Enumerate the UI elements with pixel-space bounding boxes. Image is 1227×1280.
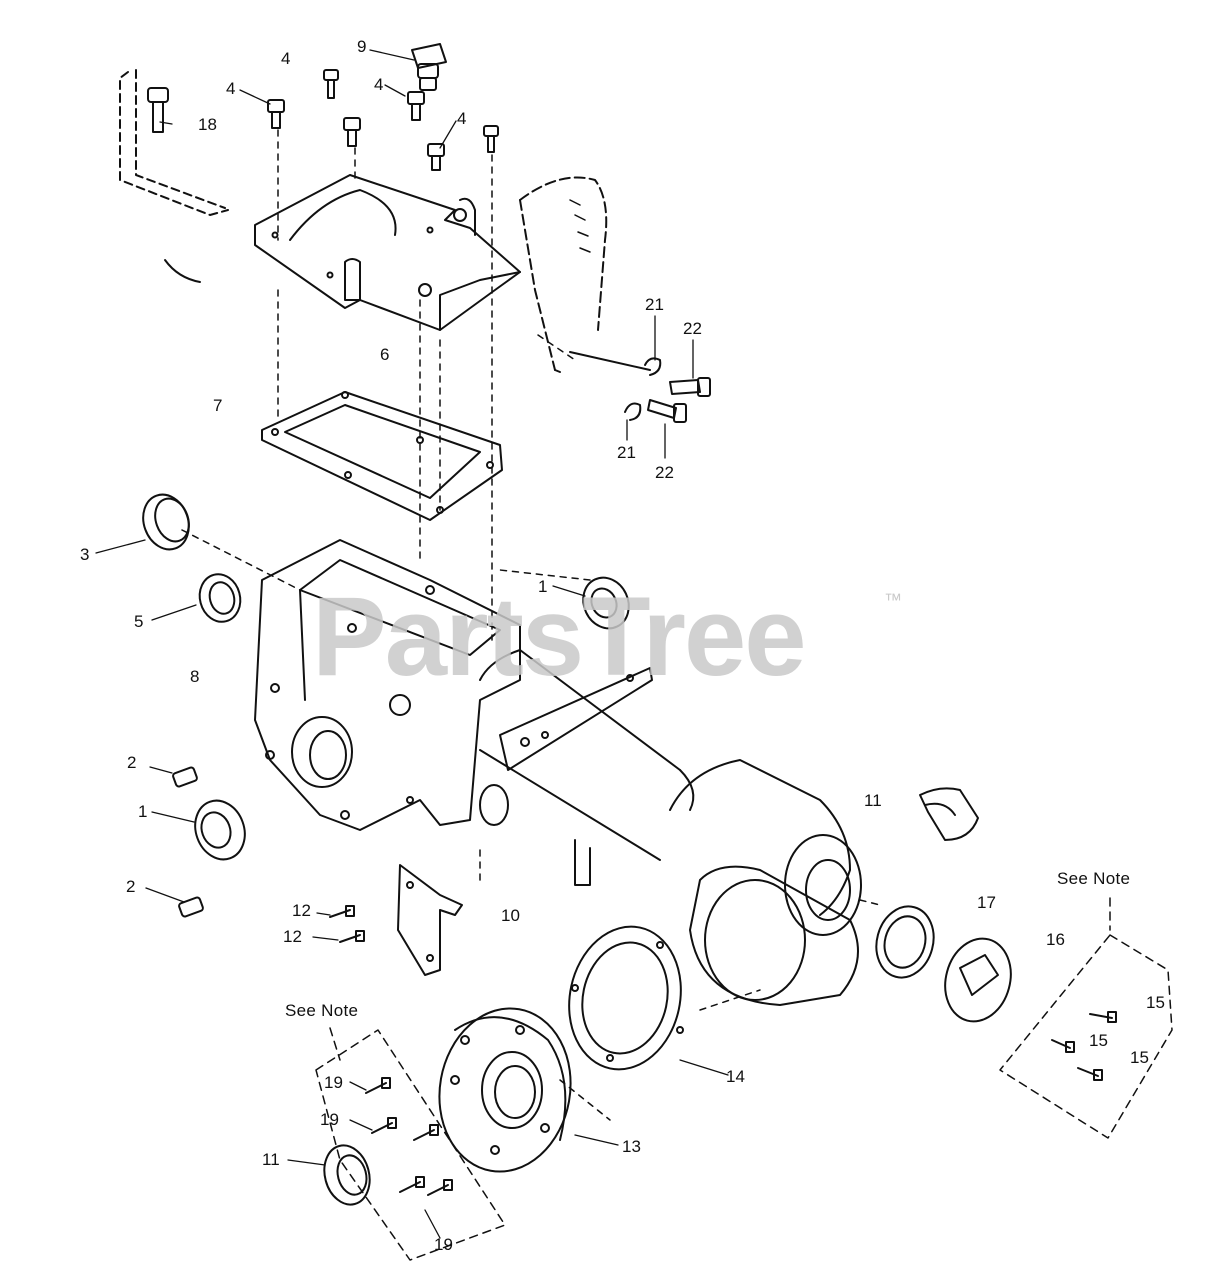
- gear-case: [669, 759, 862, 1006]
- trademark-symbol: ™: [884, 590, 902, 610]
- callout-16: 16: [1046, 930, 1065, 949]
- part-12-screws: [329, 905, 365, 943]
- see-note-left: See Note: [285, 1001, 359, 1020]
- part-15-screws: [1051, 1011, 1117, 1081]
- alignment-lines: [181, 129, 881, 1121]
- part-19-screws: [365, 1077, 453, 1196]
- part-22-bolts: [569, 351, 711, 423]
- callout-1: 1: [538, 577, 548, 596]
- part-1-bearing-top: [582, 576, 630, 630]
- callout-22: 22: [655, 463, 674, 482]
- part-4-screws: [267, 69, 499, 171]
- callout-14: 14: [726, 1067, 745, 1086]
- callout-15: 15: [1089, 1031, 1108, 1050]
- part-18-bracket: [119, 69, 229, 216]
- callout-10: 10: [501, 906, 520, 925]
- part-8-housing: [254, 539, 521, 831]
- part-9-plug: [411, 43, 447, 91]
- part-11-bushing-left: [323, 1144, 371, 1206]
- callout-19: 19: [324, 1073, 343, 1092]
- callout-6: 6: [380, 345, 390, 364]
- callout-7: 7: [213, 396, 223, 415]
- callout-17: 17: [977, 893, 996, 912]
- see-note-group-right: [999, 897, 1173, 1139]
- callout-2: 2: [127, 753, 137, 772]
- part-13-cover: [438, 1007, 572, 1173]
- callout-1: 1: [138, 802, 148, 821]
- watermark: PartsTree: [312, 574, 807, 699]
- shift-quadrant-marks: [569, 199, 591, 253]
- callout-3: 3: [80, 545, 90, 564]
- callout-2: 2: [126, 877, 136, 896]
- callout-11: 11: [262, 1150, 280, 1169]
- part-6-cover-plate: [254, 174, 521, 331]
- part-17-gasket: [875, 905, 935, 979]
- part-10-bracket: [397, 864, 463, 976]
- leader-lines: [95, 49, 729, 1239]
- callout-12: 12: [292, 901, 311, 920]
- callout-9: 9: [357, 37, 367, 56]
- callout-13: 13: [622, 1137, 641, 1156]
- callout-4: 4: [374, 75, 384, 94]
- callout-18: 18: [198, 115, 217, 134]
- part-1-bearing-bottom: [194, 799, 246, 861]
- callout-4: 4: [457, 109, 467, 128]
- part-16-cover: [944, 937, 1012, 1023]
- callout-4: 4: [226, 79, 236, 98]
- bracket-plate: [499, 667, 653, 771]
- part-11-bushing-right: [919, 787, 979, 841]
- see-note-group-left: [315, 1027, 506, 1261]
- callout-15: 15: [1146, 993, 1165, 1012]
- part-5-washer: [198, 573, 242, 623]
- part-18-bolt: [147, 87, 169, 133]
- part-2-plug-bottom: [178, 896, 204, 918]
- callout-19: 19: [320, 1110, 339, 1129]
- callout-4: 4: [281, 49, 291, 68]
- callout-21: 21: [617, 443, 636, 462]
- callout-8: 8: [190, 667, 200, 686]
- part-2-plug-top: [172, 766, 198, 788]
- callout-22: 22: [683, 319, 702, 338]
- part-14-gasket: [568, 925, 684, 1071]
- part-3-seal: [142, 493, 190, 551]
- part-21-washers: [624, 357, 662, 421]
- callout-11: 11: [864, 791, 882, 810]
- callout-15: 15: [1130, 1048, 1149, 1067]
- callout-5: 5: [134, 612, 144, 631]
- part-7-gasket: [261, 391, 503, 521]
- part-18-tail: [164, 259, 201, 283]
- see-note-right: See Note: [1057, 869, 1131, 888]
- callout-21: 21: [645, 295, 664, 314]
- callout-19: 19: [434, 1235, 453, 1254]
- callout-12: 12: [283, 927, 302, 946]
- shift-quadrant: [519, 176, 608, 373]
